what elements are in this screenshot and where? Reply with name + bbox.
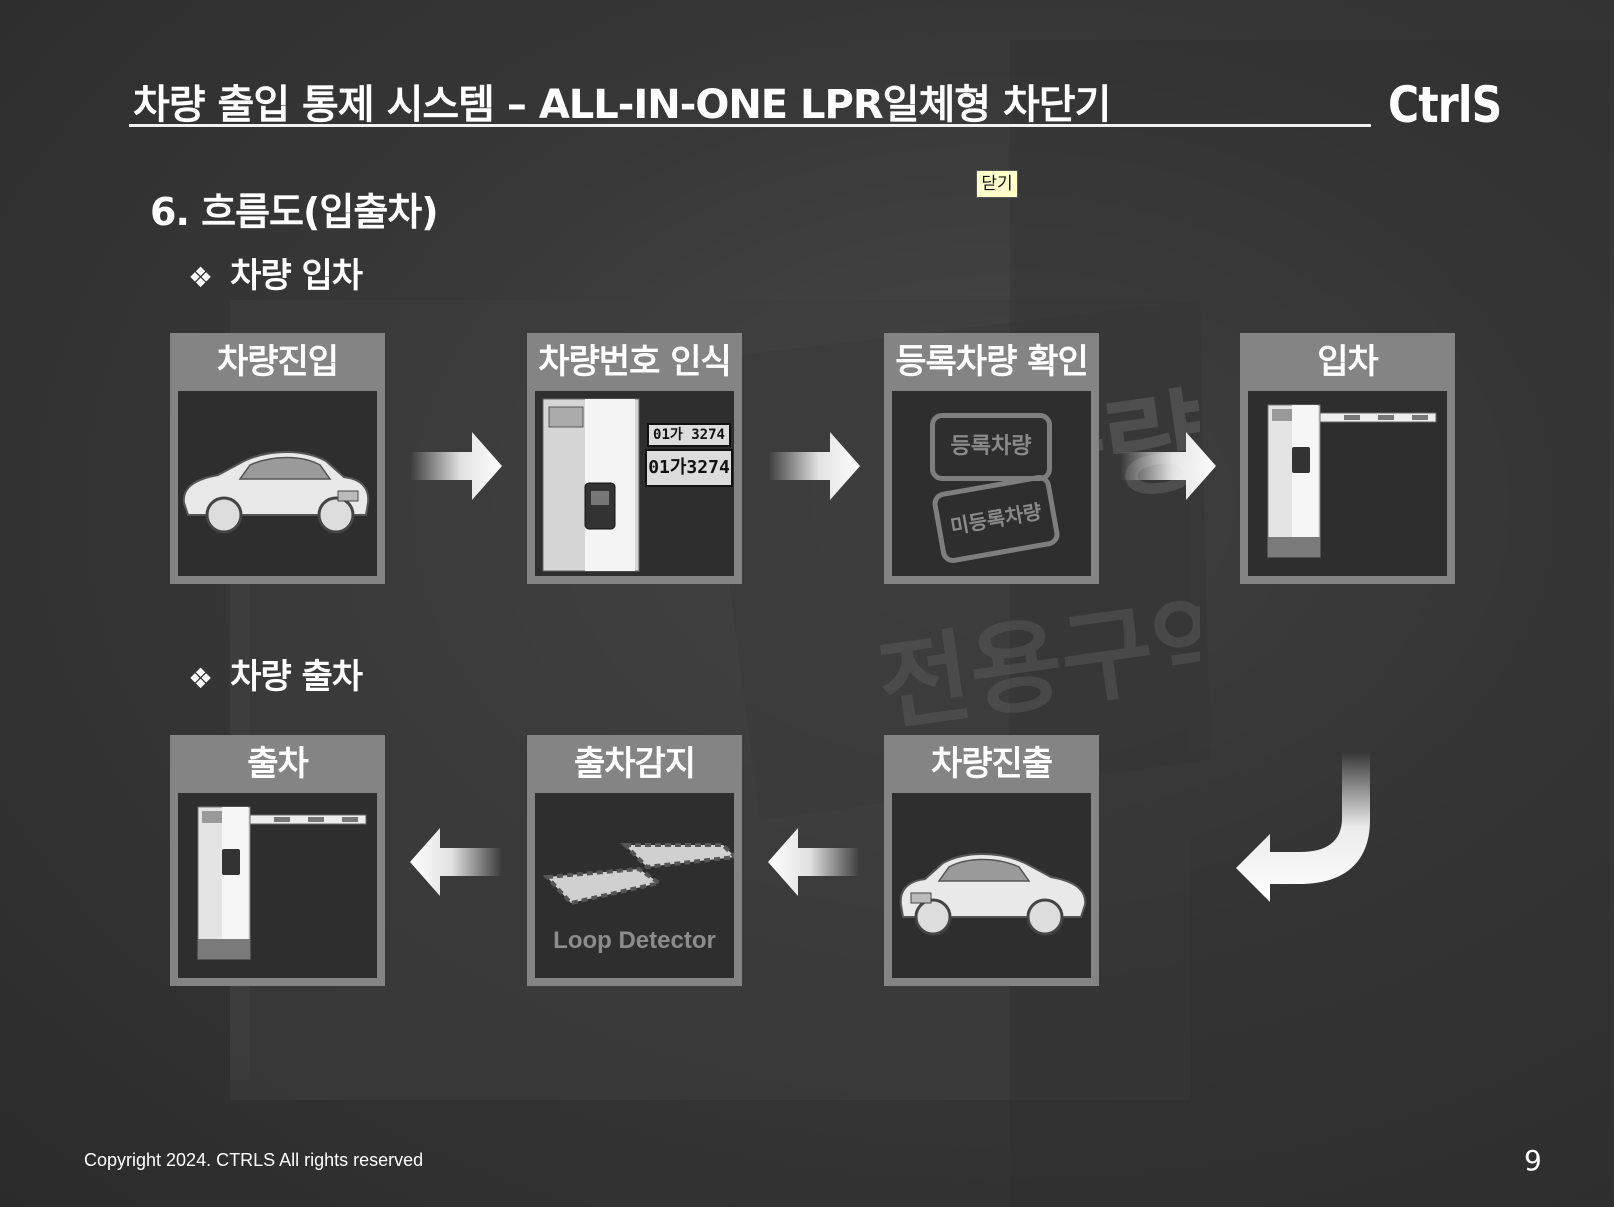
brand-logo: CtrlS	[1388, 76, 1502, 134]
exit-subheading: ❖ 차량 출차	[188, 649, 363, 698]
flow-step-label: 등록차량 확인	[895, 342, 1089, 382]
flow-step-plate-recognition: 차량번호 인식 01가 3274 01가3274	[527, 333, 742, 584]
loop-detector-icon	[542, 843, 734, 906]
registered-stamp: 등록차량	[930, 413, 1052, 481]
flow-step-image: Loop Detector	[535, 793, 734, 978]
flow-step-label: 차량진입	[216, 342, 339, 382]
flow-step-entry: 입차	[1240, 333, 1455, 584]
arrow-right-icon	[410, 432, 502, 500]
license-plate-large: 01가3274	[645, 449, 733, 487]
title-underline	[129, 124, 1371, 127]
barrier-gate-icon	[1267, 404, 1437, 558]
flow-step-image	[892, 793, 1091, 978]
arrow-right-icon	[768, 432, 860, 500]
diamond-bullet-icon: ❖	[188, 662, 213, 695]
curved-arrow-icon	[1236, 752, 1370, 902]
loop-detector-caption: Loop Detector	[553, 927, 716, 954]
copyright-text: Copyright 2024. CTRLS All rights reserve…	[84, 1150, 424, 1170]
exit-subheading-text: 차량 출차	[230, 657, 363, 697]
arrow-right-icon	[1120, 432, 1216, 500]
page-number: 9	[1524, 1144, 1542, 1177]
flow-step-image	[178, 793, 377, 978]
license-plate-small: 01가 3274	[647, 423, 731, 447]
flow-step-label: 출차감지	[573, 744, 696, 784]
flow-step-vehicle-exit: 차량진출	[884, 735, 1099, 986]
flow-step-image: 등록차량 미등록차량	[892, 391, 1091, 576]
entry-subheading-text: 차량 입차	[230, 256, 363, 296]
flow-step-image	[1248, 391, 1447, 576]
car-icon	[899, 853, 1087, 936]
flow-step-label: 차량진출	[930, 744, 1053, 784]
flow-step-image: 01가 3274 01가3274	[535, 391, 734, 576]
flow-step-label: 차량번호 인식	[538, 342, 732, 382]
arrow-left-icon	[768, 828, 860, 896]
flow-step-vehicle-entry: 차량진입	[170, 333, 385, 584]
arrow-left-icon	[410, 828, 502, 896]
section-heading: 6. 흐름도(입출차)	[150, 190, 439, 234]
flow-step-exit-detection: 출차감지 Loop Detector	[527, 735, 742, 986]
flow-step-label: 출차	[247, 744, 309, 784]
diamond-bullet-icon: ❖	[188, 261, 213, 294]
flow-step-image	[178, 391, 377, 576]
entry-subheading: ❖ 차량 입차	[188, 248, 363, 297]
flow-step-exit: 출차	[170, 735, 385, 986]
flow-step-registration-check: 등록차량 확인 등록차량 미등록차량	[884, 333, 1099, 584]
page-title: 차량 출입 통제 시스템 – ALL-IN-ONE LPR일체형 차단기	[133, 82, 1111, 128]
barrier-gate-icon	[197, 806, 367, 960]
close-button[interactable]: 닫기	[976, 170, 1018, 198]
car-icon	[182, 451, 370, 534]
flow-step-label: 입차	[1317, 342, 1379, 382]
lpr-camera-icon	[542, 398, 640, 572]
